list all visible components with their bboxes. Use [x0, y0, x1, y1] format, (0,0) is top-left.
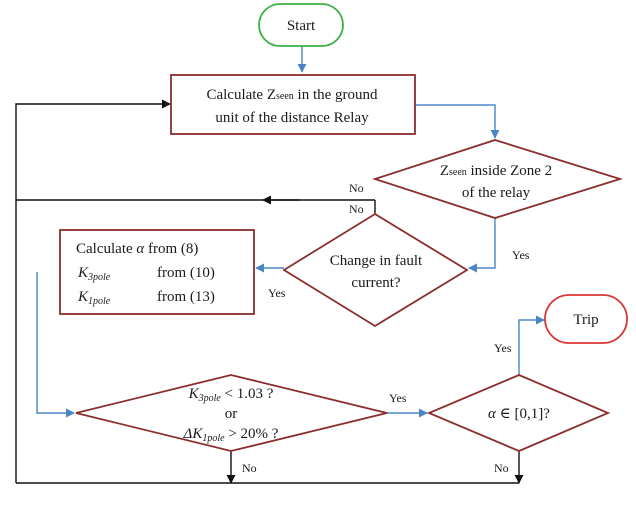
calc-zseen-line2: unit of the distance Relay	[215, 110, 369, 126]
calc-zseen-process: Calculate Zseen in the ground unit of th…	[170, 74, 416, 135]
alpha-diamond	[426, 374, 611, 452]
zone2-decision: Zseen inside Zone 2 of the relay	[372, 139, 624, 219]
zone2-no-label: No	[349, 181, 364, 195]
alpha-decision: α ∈ [0,1]?	[426, 374, 611, 452]
start-label: Start	[287, 18, 316, 34]
start-terminal-shape	[258, 3, 344, 47]
threshold-line1: K3pole < 1.03 ?	[188, 386, 274, 404]
fault-current-line1: Change in fault	[330, 253, 423, 269]
threshold-line2: or	[225, 406, 238, 422]
fault-yes-label: Yes	[268, 286, 286, 300]
zone2-line2: of the relay	[462, 185, 531, 201]
flow-connectors	[36, 46, 545, 418]
threshold-decision: K3pole < 1.03 ? or ΔK1pole > 20% ?	[75, 374, 388, 452]
threshold-diamond	[75, 374, 388, 452]
zone2-diamond	[372, 139, 624, 219]
fault-current-diamond	[282, 212, 469, 328]
alpha-no-label: No	[494, 461, 509, 475]
fault-current-line2: current?	[351, 275, 400, 291]
edge-loop-to-calc	[15, 99, 171, 483]
calc-params-line3: K1pole	[77, 289, 111, 307]
trip-label: Trip	[573, 312, 598, 328]
trip-terminal: Trip	[544, 294, 628, 344]
edge-calc-to-zone2	[415, 104, 500, 139]
alpha-yes-label: Yes	[494, 341, 512, 355]
calc-params-line1: Calculate α from (8)	[76, 241, 198, 257]
threshold-no-label: No	[242, 461, 257, 475]
calc-params-line3-ref: from (13)	[157, 289, 215, 305]
edge-labels: No No Yes Yes Yes No Yes No	[242, 181, 530, 475]
edge-calc-params-to-threshold	[36, 272, 75, 418]
calc-params-line2: K3pole	[77, 265, 111, 283]
start-terminal: Start	[258, 3, 344, 47]
edge-zone2-yes	[468, 218, 496, 273]
zone2-yes-label: Yes	[512, 248, 530, 262]
alpha-label: α ∈ [0,1]?	[488, 406, 550, 422]
calc-params-process: Calculate α from (8) K3pole from (10) K1…	[59, 229, 255, 315]
edge-alpha-yes	[518, 315, 545, 375]
fault-current-decision: Change in fault current?	[282, 212, 469, 328]
loop-connectors	[15, 99, 524, 484]
threshold-yes-label: Yes	[389, 391, 407, 405]
fault-no-label: No	[349, 202, 364, 216]
calc-zseen-box	[170, 74, 416, 135]
zone2-line1: Zseen inside Zone 2	[440, 163, 552, 179]
threshold-line3: ΔK1pole > 20% ?	[183, 426, 279, 444]
trip-terminal-shape	[544, 294, 628, 344]
calc-params-box	[59, 229, 255, 315]
calc-params-line2-ref: from (10)	[157, 265, 215, 281]
calc-zseen-line1: Calculate Zseen in the ground	[206, 87, 378, 103]
